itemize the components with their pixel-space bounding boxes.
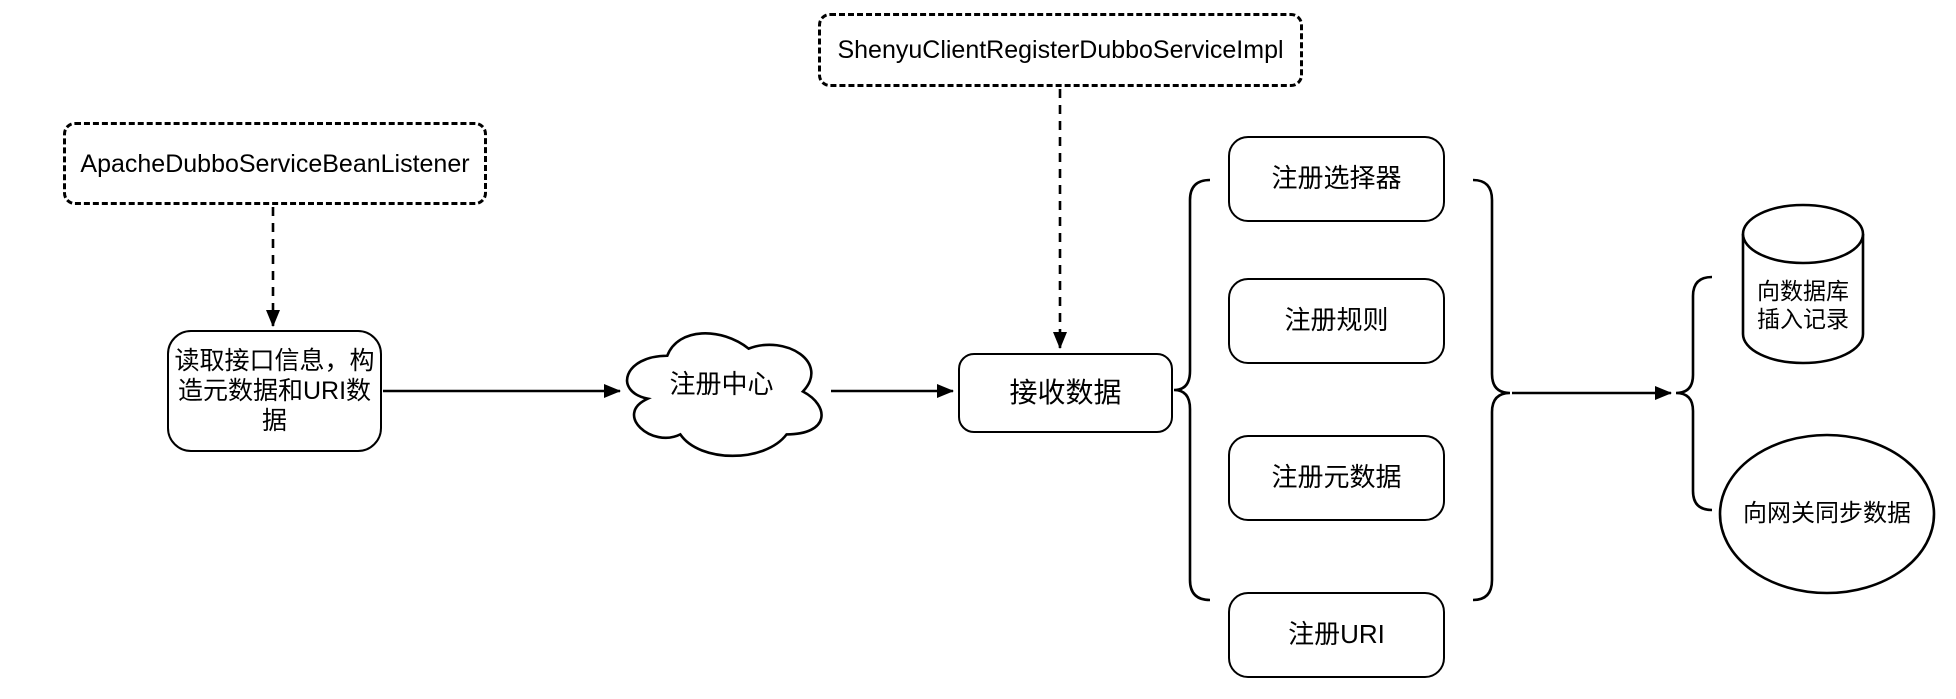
gateway-sync-ellipse-shape bbox=[1718, 433, 1936, 595]
receive-data-node: 接收数据 bbox=[958, 353, 1173, 433]
read-interface-node-label: 读取接口信息，构 造元数据和URI数据 bbox=[174, 347, 375, 435]
register-impl-node-label: ShenyuClientRegisterDubboServiceImpl bbox=[837, 36, 1284, 64]
left-brace bbox=[1173, 178, 1211, 602]
database-cylinder-body bbox=[1741, 234, 1865, 365]
gateway-sync-node: 向网关同步数据 bbox=[1715, 435, 1939, 593]
output-brace bbox=[1675, 275, 1713, 512]
receive-data-node-label: 接收数据 bbox=[1009, 377, 1122, 409]
register-rule-node: 注册规则 bbox=[1228, 278, 1445, 364]
registry-cloud-shape bbox=[625, 332, 823, 458]
listener-node-label: ApacheDubboServiceBeanListener bbox=[80, 149, 470, 178]
database-cylinder-top bbox=[1741, 203, 1865, 265]
register-uri-node: 注册URI bbox=[1228, 592, 1445, 678]
register-selector-node: 注册选择器 bbox=[1228, 136, 1445, 222]
register-impl-node: ShenyuClientRegisterDubboServiceImpl bbox=[818, 13, 1303, 87]
database-cylinder-node: 向数据库 插入记录 bbox=[1743, 263, 1863, 348]
right-brace bbox=[1472, 178, 1511, 602]
register-metadata-label: 注册元数据 bbox=[1271, 462, 1402, 493]
register-rule-label: 注册规则 bbox=[1284, 305, 1389, 336]
register-metadata-node: 注册元数据 bbox=[1228, 435, 1445, 521]
read-interface-node: 读取接口信息，构 造元数据和URI数据 bbox=[167, 330, 382, 452]
registry-cloud-label: 注册中心 bbox=[669, 368, 774, 399]
registry-cloud-node: 注册中心 bbox=[613, 320, 830, 463]
gateway-sync-label: 向网关同步数据 bbox=[1743, 499, 1911, 527]
register-selector-label: 注册选择器 bbox=[1271, 163, 1402, 194]
listener-node: ApacheDubboServiceBeanListener bbox=[63, 122, 487, 205]
database-cylinder-label: 向数据库 插入记录 bbox=[1757, 277, 1849, 332]
register-uri-label: 注册URI bbox=[1288, 619, 1385, 650]
